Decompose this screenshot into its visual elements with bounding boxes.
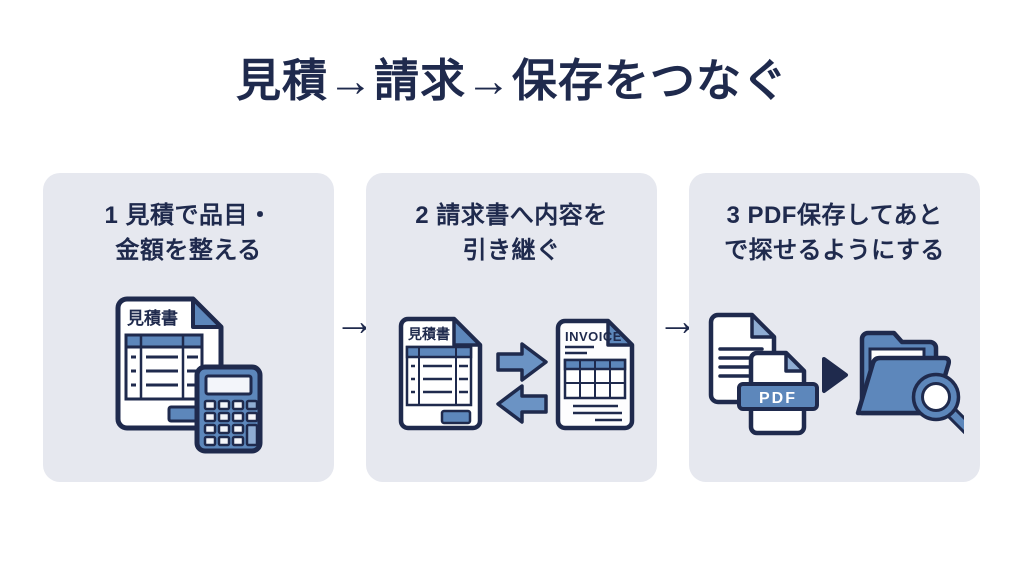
step-3-heading-line2: で探せるようにする (724, 237, 945, 264)
arrow-left-icon (495, 384, 548, 424)
page-title: 見積→請求→保存をつなぐ (235, 55, 788, 106)
page-fold-corner (190, 297, 223, 329)
page-fold-corner (451, 317, 482, 347)
triangle-arrow-icon (821, 357, 848, 393)
step-3-heading-line1: 3 PDF保存してあと (726, 202, 943, 229)
flow-arrow-1-icon: → (334, 297, 376, 344)
estimate-and-calculator-icon: 見積書 (115, 296, 262, 454)
estimate-document-icon: 見積書 (115, 296, 223, 431)
estimate-doc-label: 見積書 (407, 326, 450, 342)
arrow-right-icon (495, 342, 548, 382)
invoice-table (563, 358, 626, 400)
process-flow: 1 見積で品目・ 金額を整える 見積書 (43, 173, 980, 482)
invoice-document-icon: INVOICE (555, 318, 634, 431)
step-card-2: 2 請求書へ内容を 引き継ぐ 見積書 (366, 173, 657, 482)
pdf-file-icon: PDF (736, 350, 819, 436)
page-fold-corner (605, 319, 634, 347)
pdf-badge (736, 382, 819, 411)
step-2-illustration: 見積書 (366, 268, 657, 482)
estimate-document-icon: 見積書 (398, 316, 482, 431)
page-fold-corner (783, 351, 806, 373)
flow-arrow-2-icon: → (657, 297, 699, 344)
calculator-icon (194, 364, 262, 454)
transfer-arrows-icon (495, 342, 548, 424)
estimate-table (405, 345, 472, 407)
estimate-table (124, 333, 203, 401)
step-card-3: 3 PDF保存してあと で探せるようにする (689, 173, 980, 482)
step-1-heading-line1: 1 見積で品目・ (104, 202, 273, 229)
page-fold-corner (749, 313, 776, 339)
step-1-illustration: 見積書 (43, 268, 334, 482)
step-card-1: 1 見積で品目・ 金額を整える 見積書 (43, 173, 334, 482)
total-amount-box (440, 409, 471, 425)
step-2-heading: 2 請求書へ内容を 引き継ぐ (415, 198, 608, 268)
step-2-heading-line1: 2 請求書へ内容を (415, 202, 608, 229)
estimate-doc-label: 見積書 (126, 308, 178, 328)
step-1-heading-line2: 金額を整える (115, 237, 262, 264)
step-2-heading-line2: 引き継ぐ (462, 237, 561, 264)
folder-search-icon (855, 330, 964, 435)
magnifier-icon (911, 372, 964, 435)
step-1-heading: 1 見積で品目・ 金額を整える (104, 198, 272, 268)
pdf-save-folder-icon: PDF (708, 312, 964, 436)
estimate-to-invoice-icon: 見積書 (398, 316, 634, 431)
pdf-badge-label: PDF (759, 390, 797, 407)
step-3-heading: 3 PDF保存してあと で探せるようにする (724, 198, 945, 268)
step-3-illustration: PDF (689, 268, 980, 482)
invoice-doc-label: INVOICE (565, 329, 622, 344)
